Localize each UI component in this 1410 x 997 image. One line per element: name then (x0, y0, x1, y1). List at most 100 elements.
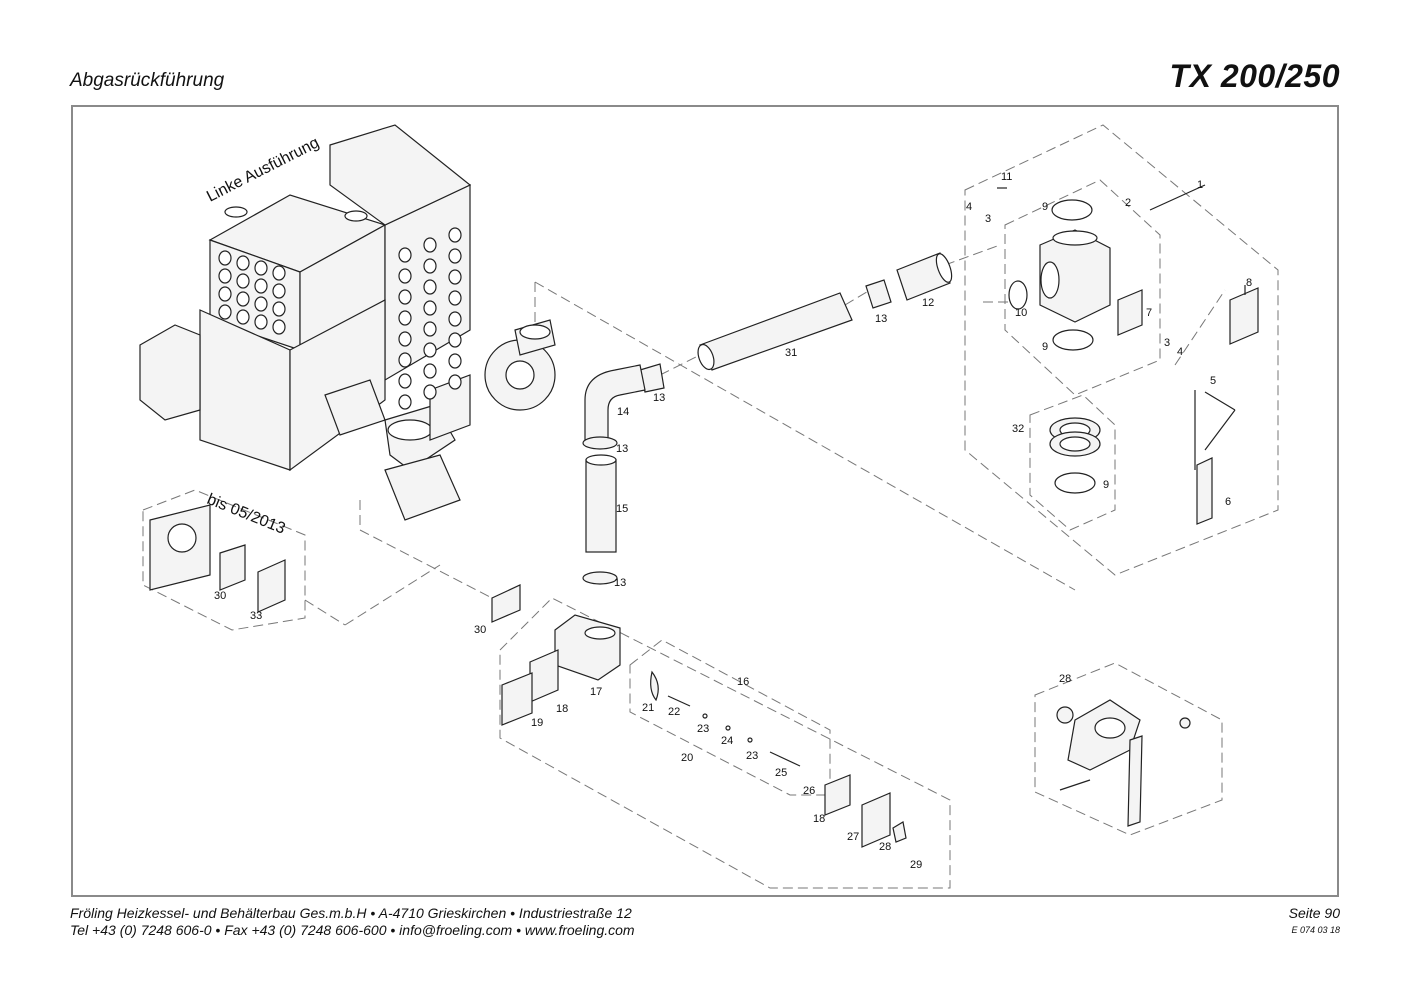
pipe-31 (697, 292, 853, 371)
flap-21-25 (650, 670, 801, 767)
panel-opening (398, 373, 412, 389)
part-label: 12 (922, 297, 934, 309)
flange-32 (1049, 417, 1101, 494)
part-label: 6 (1225, 496, 1231, 508)
panel-opening (398, 394, 412, 410)
panel-opening (398, 247, 412, 263)
panel-opening (254, 314, 268, 330)
panel-opening (254, 278, 268, 294)
part-label: 3 (1164, 337, 1170, 349)
panel-opening (423, 237, 437, 253)
part-label: 28 (879, 841, 891, 853)
part-label: 15 (616, 503, 628, 515)
part-label: 1 (1197, 179, 1203, 191)
part-label: 33 (250, 610, 262, 622)
drawing-frame (71, 105, 1339, 897)
panel-opening (272, 319, 286, 335)
panel-opening (272, 265, 286, 281)
section-title: Abgasrückführung (70, 70, 225, 91)
boiler-assembly (139, 124, 556, 521)
pipe-12 (896, 252, 953, 301)
panel-opening (236, 255, 250, 271)
part-label: 10 (1015, 307, 1027, 319)
part-label: 17 (590, 686, 602, 698)
part-label: 30 (214, 590, 226, 602)
panel-opening (254, 296, 268, 312)
panel-opening (423, 300, 437, 316)
variant-left-label: Linke Ausführung (204, 134, 322, 205)
panel-opening (272, 301, 286, 317)
part-label: 26 (803, 785, 815, 797)
part-label: 4 (966, 201, 972, 213)
panel-opening (448, 374, 462, 390)
model-title: TX 200/250 (1169, 58, 1340, 94)
clamp-13-upper (639, 279, 892, 393)
part-label: 18 (813, 813, 825, 825)
part-label: 28 (1059, 673, 1071, 685)
part-label: 23 (697, 723, 709, 735)
part-label: 29 (910, 859, 922, 871)
part-label: 30 (474, 624, 486, 636)
part-label: 27 (847, 831, 859, 843)
part-label: 4 (1177, 346, 1183, 358)
panel-opening (398, 310, 412, 326)
part-label: 7 (1146, 307, 1152, 319)
exploded-boundaries (142, 124, 1279, 889)
pipe-15 (582, 436, 618, 585)
panel-opening (218, 304, 232, 320)
valve-housing-2 (1008, 199, 1259, 351)
panel-opening (448, 227, 462, 243)
variant-date-label: bis 05/2013 (205, 491, 288, 538)
footer-company-line: Fröling Heizkessel- und Behälterbau Ges.… (70, 905, 632, 921)
panel-opening (423, 321, 437, 337)
part-label: 9 (1042, 201, 1048, 213)
detail-28 (1056, 699, 1191, 827)
part-label: 3 (985, 213, 991, 225)
part-label: 9 (1042, 341, 1048, 353)
panel-opening (236, 273, 250, 289)
part-label: 13 (875, 313, 887, 325)
part-label: 16 (737, 676, 749, 688)
part-label: 25 (775, 767, 787, 779)
panel-opening (218, 286, 232, 302)
boiler-door-holes (218, 227, 462, 410)
panel-opening (423, 384, 437, 400)
panel-opening (254, 260, 268, 276)
part-labels: 1 2 3 3 4 4 5 6 7 8 9 9 9 10 11 12 13 13… (214, 171, 1252, 871)
leader-lines (997, 184, 1246, 295)
part-label: 18 (556, 703, 568, 715)
panel-opening (423, 258, 437, 274)
part-label: 13 (614, 577, 626, 589)
part-label: 24 (721, 735, 733, 747)
page-number: Seite 90 (1288, 905, 1340, 921)
part-label: 22 (668, 706, 680, 718)
part-label: 14 (617, 406, 629, 418)
panel-opening (218, 250, 232, 266)
panel-opening (423, 279, 437, 295)
panel-opening (236, 291, 250, 307)
panel-opening (448, 290, 462, 306)
panel-opening (423, 342, 437, 358)
part-label: 19 (531, 717, 543, 729)
panel-opening (448, 353, 462, 369)
part-label: 23 (746, 750, 758, 762)
flange-30 (149, 504, 521, 623)
part-label: 21 (642, 702, 654, 714)
footer-contact-line: Tel +43 (0) 7248 606-0 • Fax +43 (0) 724… (70, 922, 635, 938)
document-number: E 074 03 18 (1291, 925, 1340, 935)
part-label: 13 (616, 443, 628, 455)
panel-opening (448, 269, 462, 285)
panel-opening (398, 268, 412, 284)
part-label: 32 (1012, 423, 1024, 435)
panel-opening (448, 311, 462, 327)
panel-opening (398, 352, 412, 368)
panel-opening (423, 363, 437, 379)
panel-opening (272, 283, 286, 299)
lever-5-6 (1194, 390, 1236, 525)
part-label: 9 (1103, 479, 1109, 491)
part-label: 13 (653, 392, 665, 404)
panel-opening (448, 248, 462, 264)
panel-opening (398, 289, 412, 305)
panel-opening (398, 331, 412, 347)
